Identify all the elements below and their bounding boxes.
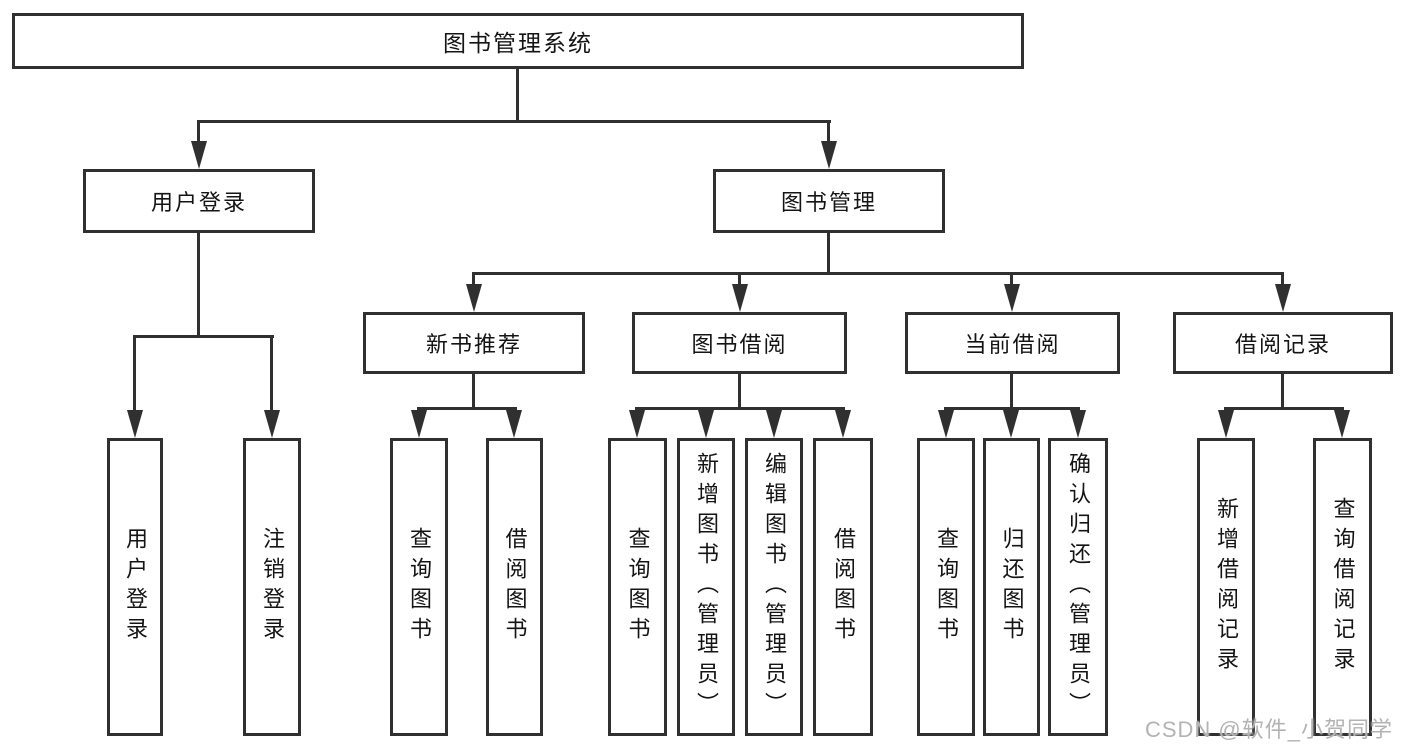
arrowhead-book-management-icon [821,141,837,169]
node-book-borrow-label: 图书借阅 [691,332,788,357]
connector-drop-bookborrow [738,272,741,286]
node-current-borrow-label: 当前借阅 [964,332,1061,357]
node-borrow-records: 借阅记录 [1173,312,1393,374]
arrowhead-newbook-icon [466,284,482,312]
arrowhead-bookborrow-icon [732,284,748,312]
leaf-logout-label: 注销登录 [260,527,285,647]
arrowhead-cb-query-icon [938,410,954,438]
arrowhead-leaf-login-icon [127,410,143,438]
connector-drop-user-login [197,120,200,143]
leaf-borrow-query-books: 查询图书 [608,438,667,736]
node-new-book-recommend: 新书推荐 [363,312,585,374]
leaf-current-query-books-label: 查询图书 [934,527,959,647]
arrowhead-bb-edit-icon [766,410,782,438]
connector-drop-newbook [472,272,475,286]
connector-bookmgmt-hbar [472,272,1284,275]
connector-drop-leaf-login [133,335,136,412]
leaf-user-login: 用户登录 [107,438,163,736]
leaf-current-confirm-return-admin-label: 确认归还（管理员） [1066,452,1091,722]
node-library-system: 图书管理系统 [12,13,1024,69]
connector-drop-borrowrecord [1281,272,1284,286]
leaf-logout: 注销登录 [243,438,301,736]
connector-drop-leaf-logout [270,335,273,412]
connector-borrowrecord-stem [1281,374,1284,410]
node-library-system-label: 图书管理系统 [443,30,593,56]
arrowhead-leaf-logout-icon [264,410,280,438]
node-user-login-label: 用户登录 [150,190,247,215]
arrowhead-currentborrow-icon [1004,284,1020,312]
connector-bookborrow-stem [738,374,741,410]
arrowhead-bb-query-icon [629,410,645,438]
connector-root-stem [516,69,519,123]
node-book-borrow: 图书借阅 [632,312,847,374]
node-user-login: 用户登录 [83,169,315,233]
arrowhead-bb-add-icon [698,410,714,438]
leaf-newbook-query-books: 查询图书 [390,438,448,736]
leaf-current-return-books-label: 归还图书 [999,527,1025,647]
arrowhead-cb-return-icon [1003,410,1019,438]
leaf-borrow-borrow-books: 借阅图书 [813,438,873,736]
arrowhead-br-add-icon [1218,410,1234,438]
leaf-current-confirm-return-admin: 确认归还（管理员） [1048,438,1108,736]
leaf-record-add-record: 新增借阅记录 [1197,438,1255,736]
connector-drop-book-management [827,120,830,143]
leaf-borrow-edit-books-admin: 编辑图书（管理员） [745,438,803,736]
leaf-borrow-borrow-books-label: 借阅图书 [831,527,856,647]
node-current-borrow: 当前借阅 [905,312,1120,374]
arrowhead-user-login-icon [191,141,207,169]
arrowhead-nb-query-icon [411,410,427,438]
leaf-current-return-books: 归还图书 [983,438,1040,736]
leaf-newbook-borrow-books-label: 借阅图书 [502,527,528,647]
connector-drop-currentborrow [1010,272,1013,286]
leaf-borrow-add-books-admin: 新增图书（管理员） [677,438,735,736]
connector-borrowrecord-hbar [1224,407,1344,410]
arrowhead-borrowrecord-icon [1275,284,1291,312]
node-book-management-label: 图书管理 [780,190,877,215]
leaf-borrow-edit-books-admin-label: 编辑图书（管理员） [762,452,787,722]
connector-root-hbar [197,120,831,123]
connector-currentborrow-hbar [944,407,1080,410]
leaf-borrow-query-books-label: 查询图书 [625,527,651,647]
connector-userlogin-stem [197,233,200,338]
node-borrow-records-label: 借阅记录 [1234,332,1331,357]
connector-userlogin-hbar [133,335,274,338]
leaf-current-query-books: 查询图书 [917,438,975,736]
leaf-record-add-record-label: 新增借阅记录 [1214,497,1239,677]
node-book-management: 图书管理 [713,169,945,233]
leaf-record-query-record: 查询借阅记录 [1313,438,1372,736]
connector-newbook-hbar [417,407,517,410]
leaf-newbook-borrow-books: 借阅图书 [486,438,543,736]
connector-newbook-stem [472,374,475,410]
leaf-borrow-add-books-admin-label: 新增图书（管理员） [694,452,719,722]
csdn-watermark: CSDN @软件_小贺同学 [1144,717,1393,742]
leaf-newbook-query-books-label: 查询图书 [407,527,432,647]
arrowhead-br-query-icon [1334,410,1350,438]
arrowhead-nb-borrow-icon [506,410,522,438]
arrowhead-cb-confirm-icon [1070,410,1086,438]
connector-bookborrow-hbar [635,407,845,410]
arrowhead-bb-borrow-icon [835,410,851,438]
node-new-book-recommend-label: 新书推荐 [425,332,522,357]
connector-currentborrow-stem [1010,374,1013,410]
connector-bookmgmt-stem [827,233,830,275]
leaf-record-query-record-label: 查询借阅记录 [1330,497,1356,677]
leaf-user-login-label: 用户登录 [123,527,148,647]
